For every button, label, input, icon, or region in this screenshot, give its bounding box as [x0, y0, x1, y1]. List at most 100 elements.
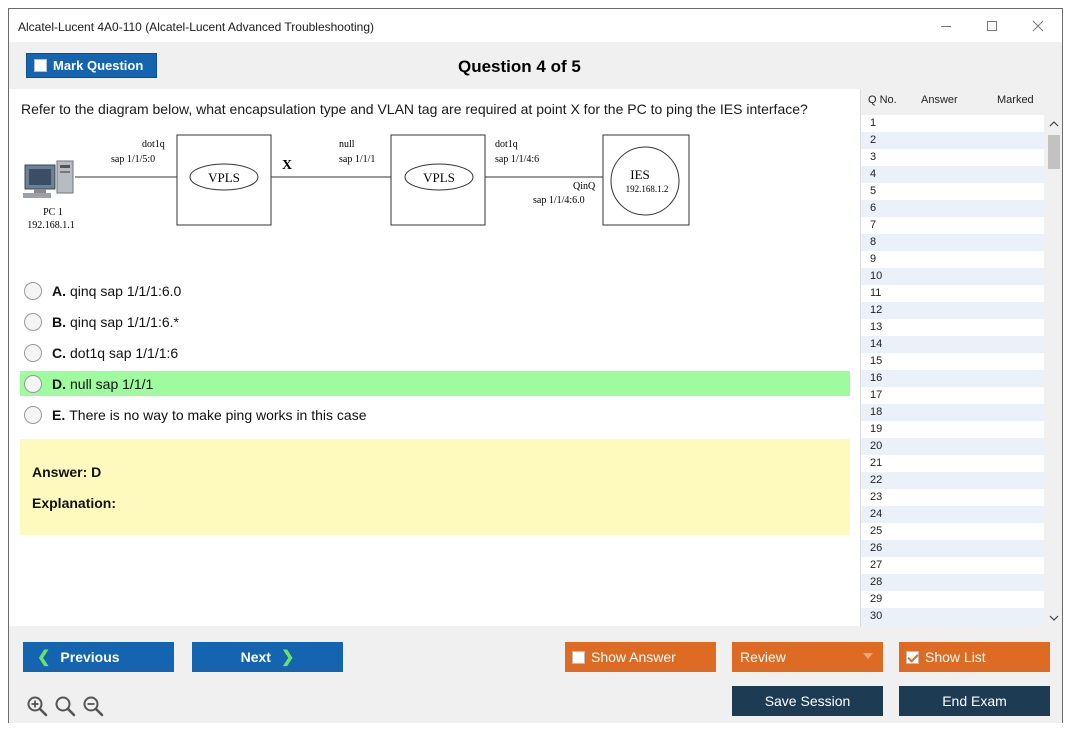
question-list-row[interactable]: 5 [861, 183, 1044, 200]
bottom-toolbar: ❮ Previous Next ❯ Show Answer Review Sho… [9, 626, 1062, 723]
option-a[interactable]: A. qinq sap 1/1/1:6.0 [20, 278, 850, 303]
end-exam-label: End Exam [942, 693, 1007, 709]
show-list-button[interactable]: Show List [899, 642, 1050, 672]
minimize-icon[interactable] [923, 9, 969, 42]
question-list-row[interactable]: 8 [861, 234, 1044, 251]
option-d[interactable]: D. null sap 1/1/1 [20, 371, 850, 396]
option-d-letter: D. [52, 375, 66, 392]
network-diagram: PC 1 192.168.1.1 dot1q sap 1/1/5:0 VPLS … [23, 134, 690, 231]
scroll-down-icon[interactable] [1045, 609, 1062, 626]
scroll-up-icon[interactable] [1045, 115, 1062, 132]
answer-label: Answer: D [32, 464, 102, 480]
question-list-row[interactable]: 12 [861, 302, 1044, 319]
next-button[interactable]: Next ❯ [192, 642, 343, 672]
previous-label: Previous [60, 649, 120, 665]
qinq-label: QinQ [573, 181, 596, 192]
question-list-row[interactable]: 17 [861, 387, 1044, 404]
mark-question-button[interactable]: Mark Question [26, 53, 157, 78]
question-list-row[interactable]: 27 [861, 557, 1044, 574]
question-list-header: Q No. Answer Marked [861, 89, 1063, 117]
ies-circle [610, 146, 680, 216]
ies-label: IES [630, 167, 650, 182]
option-b-text: qinq sap 1/1/1:6.* [70, 313, 179, 330]
next-label: Next [240, 649, 271, 665]
vpls-ellipse-2 [404, 163, 474, 191]
zoom-out-icon[interactable] [82, 695, 104, 717]
option-e[interactable]: E. There is no way to make ping works in… [20, 402, 850, 427]
option-e-text: There is no way to make ping works in th… [69, 406, 367, 423]
vpls-label-2: VPLS [423, 170, 455, 185]
option-b-radio[interactable] [24, 312, 42, 331]
question-list-row[interactable]: 22 [861, 472, 1044, 489]
option-d-radio[interactable] [24, 374, 42, 393]
question-counter: Question 4 of 5 [458, 57, 581, 76]
question-list-scrollbar[interactable] [1045, 115, 1062, 626]
question-list-row[interactable]: 14 [861, 336, 1044, 353]
question-list-row[interactable]: 24 [861, 506, 1044, 523]
show-answer-button[interactable]: Show Answer [565, 642, 716, 672]
header-marked: Marked [997, 94, 1034, 106]
save-session-label: Save Session [764, 693, 851, 709]
zoom-in-icon[interactable] [26, 695, 48, 717]
question-list-row[interactable]: 25 [861, 523, 1044, 540]
top-toolbar: Mark Question Question 4 of 5 [9, 42, 1062, 89]
option-c-letter: C. [52, 344, 66, 361]
question-list-row[interactable]: 21 [861, 455, 1044, 472]
question-list-row[interactable]: 7 [861, 217, 1044, 234]
ies-ip: 192.168.1.2 [626, 184, 669, 194]
show-answer-label: Show Answer [591, 649, 676, 665]
show-list-checkbox[interactable] [906, 650, 919, 664]
explanation-label: Explanation: [32, 495, 117, 511]
question-list-row[interactable]: 3 [861, 149, 1044, 166]
option-b[interactable]: B. qinq sap 1/1/1:6.* [20, 309, 850, 334]
scroll-thumb[interactable] [1048, 135, 1060, 169]
question-list-row[interactable]: 2 [861, 132, 1044, 149]
save-session-button[interactable]: Save Session [732, 686, 883, 716]
question-list-row[interactable]: 26 [861, 540, 1044, 557]
question-list-row[interactable]: 6 [861, 200, 1044, 217]
pc-link-encap: dot1q [142, 139, 165, 150]
option-a-radio[interactable] [24, 281, 42, 300]
mark-question-checkbox[interactable] [34, 59, 47, 72]
app-window: Alcatel-Lucent 4A0-110 (Alcatel-Lucent A… [8, 8, 1063, 723]
question-list-row[interactable]: 9 [861, 251, 1044, 268]
question-text: Refer to the diagram below, what encapsu… [21, 101, 808, 117]
answer-panel: Answer: D Explanation: [20, 439, 850, 535]
show-list-label: Show List [925, 649, 986, 665]
question-list-row[interactable]: 4 [861, 166, 1044, 183]
question-list-row[interactable]: 20 [861, 438, 1044, 455]
option-d-text: null sap 1/1/1 [70, 375, 154, 392]
question-list-row[interactable]: 16 [861, 370, 1044, 387]
pc-ip: 192.168.1.1 [27, 220, 75, 231]
review-dropdown[interactable]: Review [732, 642, 883, 672]
question-list-row[interactable]: 30 [861, 608, 1044, 625]
zoom-reset-icon[interactable] [54, 695, 76, 717]
question-list-row[interactable]: 19 [861, 421, 1044, 438]
question-list-row[interactable]: 23 [861, 489, 1044, 506]
option-e-letter: E. [52, 406, 66, 423]
question-list-row[interactable]: 29 [861, 591, 1044, 608]
question-list-row[interactable]: 10 [861, 268, 1044, 285]
pc-link-sap: sap 1/1/5:0 [111, 154, 155, 165]
question-list-row[interactable]: 11 [861, 285, 1044, 302]
previous-button[interactable]: ❮ Previous [23, 642, 174, 672]
option-c-radio[interactable] [24, 343, 42, 362]
option-a-letter: A. [52, 282, 66, 299]
close-icon[interactable] [1015, 9, 1061, 42]
question-panel: Refer to the diagram below, what encapsu… [9, 89, 860, 626]
question-list-row[interactable]: 1 [861, 115, 1044, 132]
question-list-row[interactable]: 13 [861, 319, 1044, 336]
zoom-controls [26, 695, 104, 717]
pc-icon [23, 160, 74, 198]
show-answer-checkbox[interactable] [572, 650, 585, 664]
option-c-text: dot1q sap 1/1/1:6 [70, 344, 179, 361]
question-list-row[interactable]: 28 [861, 574, 1044, 591]
question-list-row[interactable]: 15 [861, 353, 1044, 370]
end-exam-button[interactable]: End Exam [899, 686, 1050, 716]
option-c[interactable]: C. dot1q sap 1/1/1:6 [20, 340, 850, 365]
question-list-row[interactable]: 18 [861, 404, 1044, 421]
maximize-icon[interactable] [969, 9, 1015, 42]
option-e-radio[interactable] [24, 405, 42, 424]
option-b-letter: B. [52, 313, 66, 330]
